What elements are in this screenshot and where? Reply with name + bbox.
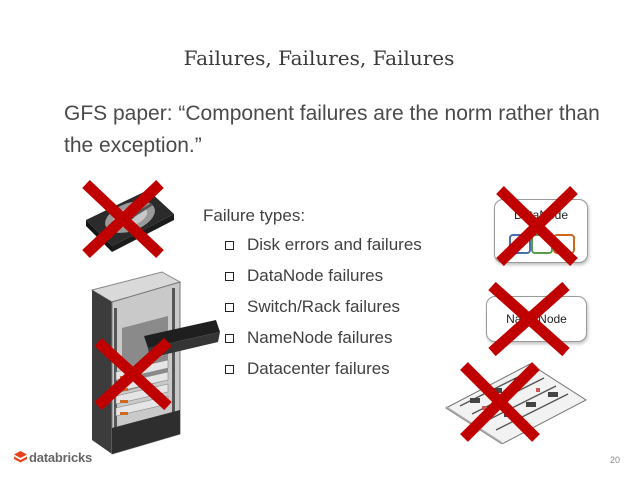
databricks-logo: databricks: [14, 450, 92, 465]
checkbox-bullet-icon: [225, 334, 234, 343]
databricks-logo-icon: [14, 451, 27, 463]
failure-types-heading: Failure types:: [203, 206, 306, 225]
list-item: Datacenter failures: [225, 357, 422, 388]
page-number: 20: [609, 455, 620, 465]
red-x-icon: [496, 186, 578, 266]
checkbox-bullet-icon: [225, 272, 234, 281]
red-x-icon: [488, 282, 570, 356]
gfs-quote: GFS paper: “Component failures are the n…: [64, 102, 600, 157]
checkbox-bullet-icon: [225, 303, 234, 312]
brand-name: databricks: [29, 450, 93, 465]
list-item: DataNode failures: [225, 264, 422, 295]
list-item: NameNode failures: [225, 326, 422, 357]
list-item: Switch/Rack failures: [225, 295, 422, 326]
red-x-icon: [460, 362, 540, 442]
failure-type-namenode: NameNode failures: [247, 328, 393, 347]
slide-title: Failures, Failures, Failures: [183, 46, 455, 70]
red-x-icon: [82, 180, 164, 258]
failure-type-datacenter: Datacenter failures: [247, 359, 390, 378]
checkbox-bullet-icon: [225, 241, 234, 250]
red-x-icon: [94, 338, 172, 410]
failure-type-disk: Disk errors and failures: [247, 235, 422, 254]
list-item: Disk errors and failures: [225, 233, 422, 264]
failure-types-list: Disk errors and failures DataNode failur…: [225, 233, 422, 388]
failure-type-datanode: DataNode failures: [247, 266, 384, 285]
checkbox-bullet-icon: [225, 365, 234, 374]
failure-type-switch-rack: Switch/Rack failures: [247, 297, 401, 316]
